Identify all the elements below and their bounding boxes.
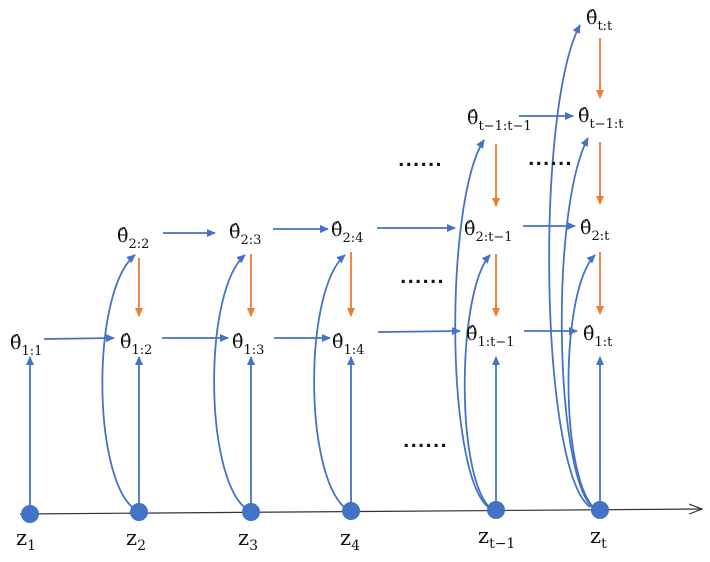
ellipsis-upper: ...... xyxy=(398,151,443,171)
curve-z3-theta23 xyxy=(213,254,246,508)
label-z4: z4 xyxy=(340,526,360,554)
label-ztm1: zt−1 xyxy=(478,524,515,552)
observation-labels: z1 z2 z3 z4 zt−1 zt xyxy=(16,524,607,554)
label-theta-23: θ̂2:3 xyxy=(229,221,261,248)
node-z4 xyxy=(342,502,360,520)
label-zt: zt xyxy=(590,524,607,552)
label-theta-11: θ̂1:1 xyxy=(10,332,42,359)
ellipsis-marks: ...... ...... ...... ...... xyxy=(398,150,573,452)
vertical-arrows xyxy=(26,356,604,505)
arrow-theta14-theta1tm1 xyxy=(377,327,461,336)
curve-zt-theta2t xyxy=(567,254,596,508)
arrow-theta11-theta12 xyxy=(43,334,115,343)
node-z1 xyxy=(21,505,39,523)
horizontal-arrows xyxy=(43,112,578,343)
curved-arrows xyxy=(101,24,596,508)
label-theta-14: θ̂1:4 xyxy=(332,331,364,358)
node-z2 xyxy=(130,503,148,521)
theta-labels: θ̂1:1 θ̂1:2 θ̂1:3 θ̂1:4 θ̂1:t−1 θ̂1:t θ̂… xyxy=(10,7,624,359)
node-z3 xyxy=(242,503,260,521)
label-theta-2tm1: θ̂2:t−1 xyxy=(464,218,513,245)
ellipsis-upper-right: ...... xyxy=(528,150,573,170)
observation-nodes xyxy=(21,501,609,523)
ellipsis-middle: ...... xyxy=(400,268,445,288)
label-z2: z2 xyxy=(126,526,146,554)
curve-z4-theta24 xyxy=(313,254,346,508)
orange-arrows xyxy=(135,38,604,317)
label-theta-1tm1: θ̂1:t−1 xyxy=(466,323,515,350)
label-theta-13: θ̂1:3 xyxy=(232,331,264,358)
label-theta-2t: θ̂2:t xyxy=(580,217,610,244)
label-theta-tm1tm1: θ̂t−1:t−1 xyxy=(467,107,532,134)
label-z1: z1 xyxy=(16,526,36,554)
label-z3: z3 xyxy=(238,526,258,554)
curve-ztm1-theta2tm1 xyxy=(463,254,491,508)
label-theta-12: θ̂1:2 xyxy=(120,331,152,358)
node-ztm1 xyxy=(487,501,505,519)
curve-zt-thetatt xyxy=(548,24,591,508)
label-theta-22: θ̂2:2 xyxy=(117,225,149,252)
label-theta-1t: θ̂1:t xyxy=(583,323,613,350)
node-zt xyxy=(591,501,609,519)
label-theta-tt: θ̂t:t xyxy=(586,7,613,34)
label-theta-tm1t: θ̂t−1:t xyxy=(578,105,624,132)
curve-zt-thetatm1t xyxy=(560,137,593,508)
label-theta-24: θ̂2:4 xyxy=(331,219,363,246)
curve-z2-theta22 xyxy=(101,254,136,508)
ellipsis-lower: ...... xyxy=(403,432,448,452)
